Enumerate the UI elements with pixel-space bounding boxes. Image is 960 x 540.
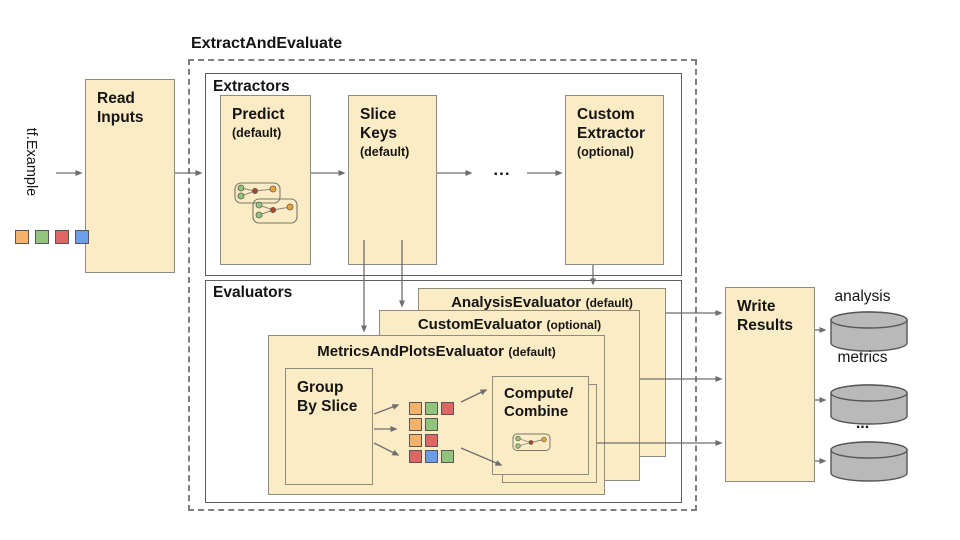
blue-square: [425, 450, 438, 463]
write-results-line2: Results: [737, 316, 793, 334]
write-results-line1: Write: [737, 298, 776, 315]
compute-combine-box: Compute/Combine: [492, 376, 589, 475]
custom-extractor-subtitle: (optional): [577, 144, 634, 159]
read-inputs-line1: Read: [97, 90, 135, 107]
compute-combine-line1: Compute/: [504, 385, 574, 402]
input-example-squares: [15, 230, 89, 244]
more-extractors-ellipsis: ...: [493, 160, 511, 179]
slice-keys-line2: Keys: [360, 124, 398, 142]
analysis-database-cylinder-icon: [830, 311, 908, 352]
red-square: [425, 434, 438, 447]
metrics-evaluator-tag: (default): [508, 345, 556, 359]
more-outputs-ellipsis: ...: [855, 415, 870, 432]
custom-evaluator-name: CustomEvaluator: [417, 316, 543, 333]
diagram-title: ExtractAndEvaluate: [191, 35, 343, 52]
extractors-label: Extractors: [213, 78, 290, 95]
group-by-slice-line2: By Slice: [297, 397, 358, 415]
green-square: [441, 450, 454, 463]
group-by-slice-line1: Group: [297, 379, 344, 396]
predict-network-icon: [234, 182, 298, 224]
red-square: [441, 402, 454, 415]
orange-square: [409, 402, 422, 415]
metrics-output-label: metrics: [837, 349, 888, 366]
predict-title: Predict: [232, 106, 285, 123]
custom-evaluator-tag: (optional): [546, 318, 602, 332]
predict-subtitle: (default): [232, 125, 282, 140]
compute-network-icon: [512, 433, 551, 451]
metrics-evaluator-title: MetricsAndPlotsEvaluator (default): [269, 336, 604, 361]
evaluators-label: Evaluators: [213, 284, 293, 301]
metrics-evaluator-name: MetricsAndPlotsEvaluator: [317, 343, 504, 360]
blue-square: [75, 230, 89, 244]
analysis-evaluator-name: AnalysisEvaluator: [451, 294, 582, 311]
other-database-cylinder-icon: [830, 441, 908, 482]
orange-square: [409, 418, 422, 431]
slice-keys-line1: Slice: [360, 106, 397, 123]
compute-combine-title: Compute/Combine: [493, 377, 588, 422]
tf-example-label: tf.Example: [23, 127, 39, 197]
green-square: [425, 418, 438, 431]
predict-extractor-box: Predict (default): [220, 95, 311, 265]
red-square: [55, 230, 69, 244]
extract-and-evaluate-container: [188, 59, 697, 511]
custom-extractor-line2: Extractor: [577, 124, 646, 142]
slice-row-3: [409, 434, 454, 447]
metrics-database-cylinder-icon: [830, 384, 908, 425]
orange-square: [409, 434, 422, 447]
analysis-evaluator-title: AnalysisEvaluator (default): [419, 289, 665, 312]
analysis-evaluator-tag: (default): [585, 296, 633, 310]
sliced-data-grid: [409, 402, 454, 463]
read-inputs-line2: Inputs: [97, 108, 144, 126]
orange-square: [15, 230, 29, 244]
analysis-output-label: analysis: [834, 288, 891, 305]
custom-evaluator-title: CustomEvaluator (optional): [380, 311, 639, 334]
green-square: [425, 402, 438, 415]
red-square: [409, 450, 422, 463]
green-square: [35, 230, 49, 244]
slice-keys-subtitle: (default): [360, 144, 410, 159]
slice-row-4: [409, 450, 454, 463]
custom-extractor-line1: Custom: [577, 106, 635, 123]
slice-row-1: [409, 402, 454, 415]
slice-row-2: [409, 418, 454, 431]
compute-combine-line2: Combine: [504, 403, 569, 421]
